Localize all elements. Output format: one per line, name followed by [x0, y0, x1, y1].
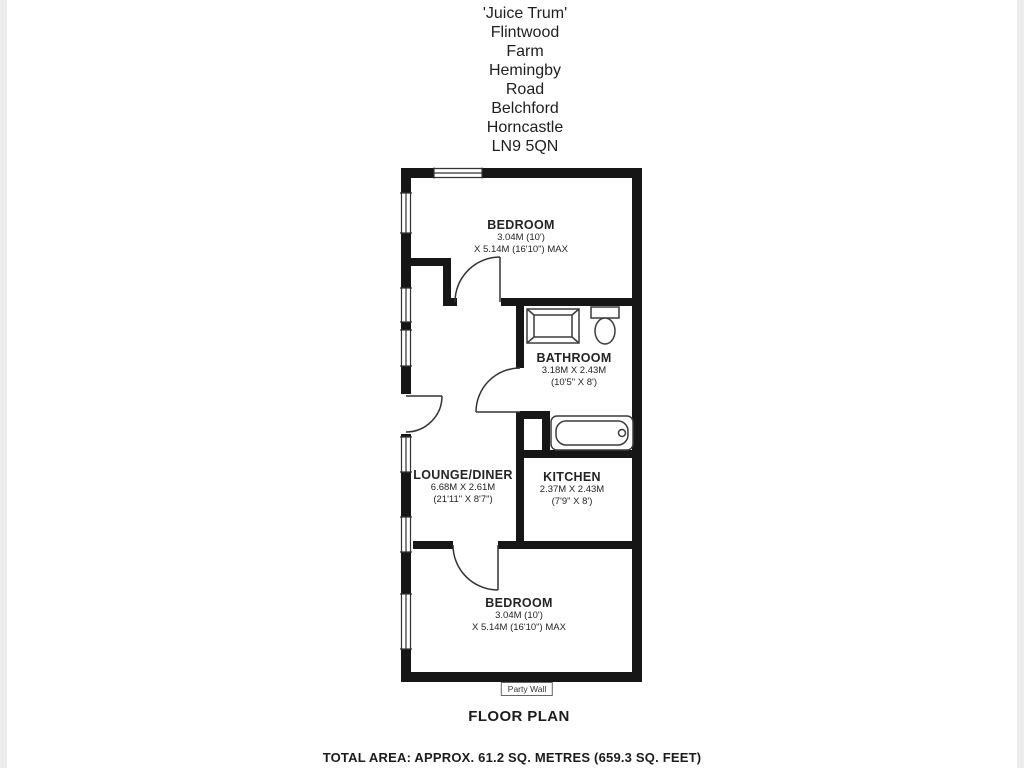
toilet-icon [590, 306, 620, 345]
address-line: Farm [506, 43, 544, 60]
address-line: Belchford [491, 100, 559, 117]
door-swing-icon-bedroom-top [454, 256, 501, 303]
room-label-bedroom-bottom: BEDROOM 3.04M (10') X 5.14M (16'10") MAX [472, 596, 566, 633]
address-line: 'Juice Trum' [482, 5, 568, 22]
room-name: BATHROOM [536, 351, 612, 365]
room-dimensions: (10'5" X 8') [550, 376, 598, 388]
door-swing-icon-bedroom-bottom [452, 544, 499, 591]
doors [398, 256, 521, 591]
shower-tray-icon [526, 308, 580, 344]
bathroom-fixtures [526, 306, 634, 451]
bath-icon [550, 415, 634, 451]
address-line: Horncastle [486, 119, 564, 136]
window-icon [399, 192, 413, 234]
room-dimensions: 3.04M (10') [495, 610, 543, 621]
room-dimensions: (7'9" X 8') [551, 495, 593, 507]
property-address: 'Juice Trum' Flintwood Farm Hemingby Roa… [483, 4, 567, 156]
room-dimensions: 3.04M (10') [497, 232, 545, 243]
room-dimensions: 2.37M X 2.43M [539, 484, 605, 495]
room-dimensions: 6.68M X 2.61M [430, 482, 496, 493]
address-line: LN9 5QN [491, 138, 559, 155]
address-line: Road [505, 81, 545, 98]
letterbox-left [0, 0, 7, 768]
address-line: Hemingby [488, 62, 562, 79]
room-name: BEDROOM [485, 596, 553, 610]
letterbox-right [1017, 0, 1024, 768]
windows-left-wall [399, 192, 413, 650]
room-dimensions: (21'11" X 8'7") [433, 493, 493, 505]
room-dimensions: X 5.14M (16'10") MAX [472, 621, 566, 633]
address-line: Flintwood [490, 24, 560, 41]
floor-plan-title: FLOOR PLAN [468, 708, 570, 725]
room-label-kitchen: KITCHEN 2.37M X 2.43M (7'9" X 8') [540, 470, 604, 507]
door-swing-icon-entry [398, 394, 443, 434]
door-swing-icon-bathroom [475, 367, 521, 413]
window-icon [399, 593, 413, 650]
room-name: LOUNGE/DINER [413, 468, 513, 482]
wall-step [403, 258, 451, 306]
room-dimensions: X 5.14M (16'10") MAX [474, 243, 568, 255]
room-label-bathroom: BATHROOM 3.18M X 2.43M (10'5" X 8') [536, 351, 611, 388]
window-icon [399, 287, 413, 323]
room-name: BEDROOM [487, 218, 555, 232]
room-name: KITCHEN [543, 470, 601, 484]
window-icon [399, 516, 413, 553]
party-wall-label: Party Wall [500, 682, 554, 696]
room-label-lounge-diner: LOUNGE/DINER 6.68M X 2.61M (21'11" X 8'7… [413, 468, 512, 505]
window-icon-top [433, 167, 483, 179]
window-icon [399, 436, 413, 473]
room-label-bedroom-top: BEDROOM 3.04M (10') X 5.14M (16'10") MAX [474, 218, 568, 255]
window-icon [399, 329, 413, 367]
wall-bath-stub [520, 411, 550, 454]
total-area-text: TOTAL AREA: APPROX. 61.2 SQ. METRES (659… [322, 750, 702, 765]
room-dimensions: 3.18M X 2.43M [541, 365, 607, 376]
